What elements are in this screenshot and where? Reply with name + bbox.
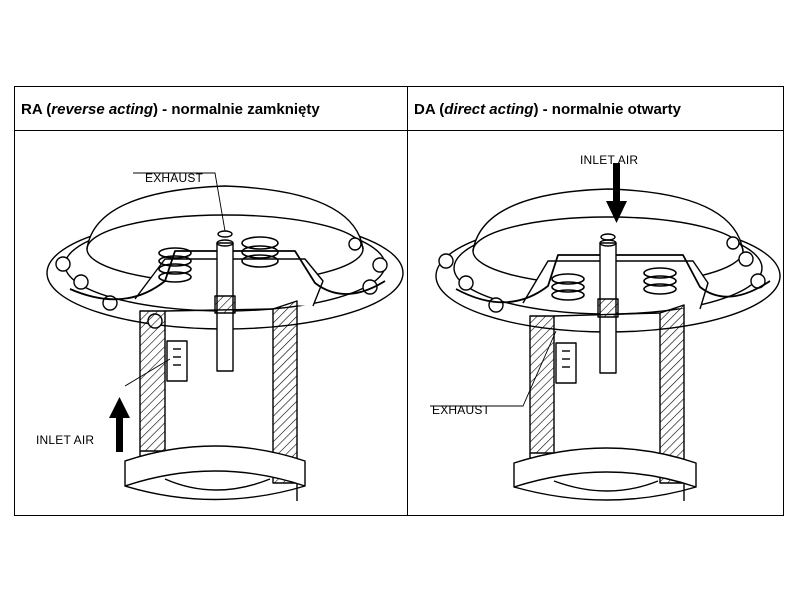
ra-actuator-drawing <box>46 172 404 501</box>
header-da-italic: direct acting <box>444 100 534 118</box>
da-inlet-label: INLET AIR <box>580 153 639 167</box>
ra-dome <box>86 185 364 250</box>
da-inlet-arrow <box>606 163 627 223</box>
header-reverse-acting: RA (reverse acting) - normalnie zamknięt… <box>15 87 407 131</box>
column-divider <box>407 87 408 515</box>
header-da-prefix: DA ( <box>414 100 445 118</box>
ra-diagram-cell: EXHAUST INLET AIR <box>15 131 407 516</box>
da-springs <box>551 267 677 301</box>
da-dome <box>472 188 744 252</box>
header-ra-suffix: ) - normalnie zamknięty <box>153 100 320 118</box>
header-direct-acting: DA (direct acting) - normalnie otwarty <box>408 87 784 131</box>
table-header-row <box>15 87 783 131</box>
header-ra-italic: reverse acting <box>51 100 154 118</box>
ra-springs <box>158 236 279 283</box>
ra-inlet-label: INLET AIR <box>36 433 95 447</box>
ra-bolts <box>55 237 388 329</box>
ra-yoke-left-wall <box>139 310 166 452</box>
header-da-suffix: ) - normalnie otwarty <box>533 100 681 118</box>
da-diagram-cell: INLET AIR EXHAUST <box>408 131 784 516</box>
da-actuator-drawing <box>430 163 781 501</box>
da-yoke-left-wall <box>529 315 555 454</box>
da-exhaust-label: EXHAUST <box>432 403 491 417</box>
da-diaphragm <box>455 254 771 304</box>
comparison-table: RA (reverse acting) - normalnie zamknięt… <box>14 86 784 516</box>
header-ra-prefix: RA ( <box>21 100 52 118</box>
ra-inlet-arrow <box>109 397 130 452</box>
ra-exhaust-label: EXHAUST <box>145 171 204 185</box>
